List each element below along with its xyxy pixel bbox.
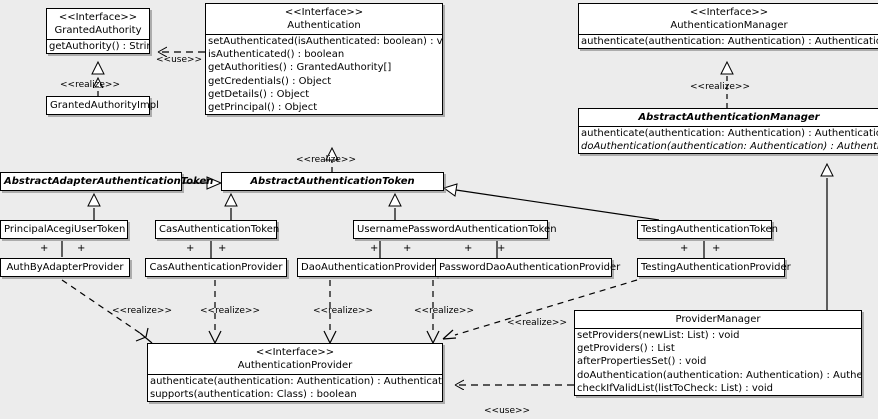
edge-label-realize-auth-by-adapter: <<realize>>	[112, 306, 172, 316]
edge-label-realize-token-authentication: <<realize>>	[296, 155, 356, 165]
multiplicity-plus: +	[186, 243, 195, 254]
operation: supports(authentication: Class) : boolea…	[150, 389, 357, 401]
class-name: CasAuthenticationToken	[159, 224, 280, 235]
multiplicity-plus: +	[40, 243, 49, 254]
class-provider-manager[interactable]: ProviderManager setProviders(newList: Li…	[574, 310, 862, 397]
stereotype-label: <<Interface>>	[255, 347, 335, 358]
class-name: UsernamePasswordAuthenticationToken	[357, 224, 557, 235]
class-name: TestingAuthenticationToken	[641, 224, 779, 235]
operations-compartment: getAuthority() : String	[47, 39, 149, 53]
class-cas-authentication-token[interactable]: CasAuthenticationToken	[155, 220, 280, 239]
class-name: ProviderManager	[675, 314, 761, 325]
class-header: ProviderManager	[575, 311, 861, 328]
operation: afterPropertiesSet() : void	[577, 356, 707, 368]
multiplicity-plus: +	[712, 243, 721, 254]
class-authentication-manager[interactable]: <<Interface>> AuthenticationManager auth…	[578, 3, 878, 50]
operations-compartment: setProviders(newList: List) : void getPr…	[575, 328, 861, 395]
operation: getDetails() : Object	[208, 88, 310, 100]
class-header: AbstractAuthenticationManager	[579, 109, 878, 126]
class-username-password-authentication-token[interactable]: UsernamePasswordAuthenticationToken	[353, 220, 557, 239]
class-header: <<Interface>> GrantedAuthority	[47, 9, 149, 39]
operation: checkIfValidList(listToCheck: List) : vo…	[577, 382, 774, 394]
class-testing-authentication-provider[interactable]: TestingAuthenticationProvider	[637, 258, 791, 277]
class-principal-acegi-user-token[interactable]: PrincipalAcegiUserToken	[0, 220, 128, 239]
operations-compartment: authenticate(authentication: Authenticat…	[579, 126, 878, 153]
operation: getAuthorities() : GrantedAuthority[]	[208, 62, 392, 74]
class-auth-by-adapter-provider[interactable]: AuthByAdapterProvider	[0, 258, 130, 277]
class-dao-authentication-provider[interactable]: DaoAuthenticationProvider	[297, 258, 437, 277]
class-name: GrantedAuthorityImpl	[50, 100, 159, 111]
multiplicity-plus: +	[464, 243, 473, 254]
class-name: PrincipalAcegiUserToken	[4, 224, 126, 235]
class-name: AuthenticationManager	[670, 20, 788, 31]
class-testing-authentication-token[interactable]: TestingAuthenticationToken	[637, 220, 779, 239]
class-abstract-authentication-manager[interactable]: AbstractAuthenticationManager authentica…	[578, 108, 878, 155]
operations-compartment: setAuthenticated(isAuthenticated: boolea…	[206, 34, 442, 114]
multiplicity-plus: +	[497, 243, 506, 254]
class-granted-authority[interactable]: <<Interface>> GrantedAuthority getAuthor…	[46, 8, 150, 55]
multiplicity-plus: +	[680, 243, 689, 254]
operation: authenticate(authentication: Authenticat…	[581, 128, 878, 139]
edge-label-realize-password-dao-provider: <<realize>>	[414, 306, 474, 316]
class-abstract-authentication-token[interactable]: AbstractAuthenticationToken	[221, 172, 444, 191]
class-authentication-provider[interactable]: <<Interface>> AuthenticationProvider aut…	[147, 343, 443, 403]
operations-compartment: authenticate(authentication: Authenticat…	[579, 34, 878, 48]
multiplicity-plus: +	[77, 243, 86, 254]
class-authentication[interactable]: <<Interface>> Authentication setAuthenti…	[205, 3, 443, 116]
multiplicity-plus: +	[370, 243, 379, 254]
operation: getCredentials() : Object	[208, 75, 332, 87]
class-name: TestingAuthenticationProvider	[641, 262, 791, 273]
class-name: AbstractAuthenticationManager	[638, 112, 820, 123]
edge-label-realize-testing-provider: <<realize>>	[507, 318, 567, 328]
multiplicity-plus: +	[218, 243, 227, 254]
class-header: <<Interface>> AuthenticationManager	[579, 4, 878, 34]
class-name: Authentication	[287, 20, 361, 31]
class-name: AbstractAdapterAuthenticationToken	[4, 176, 214, 187]
class-name: AuthByAdapterProvider	[6, 262, 124, 273]
operation: getPrincipal() : Object	[208, 102, 318, 114]
class-name: PasswordDaoAuthenticationProvider	[439, 262, 621, 273]
stereotype-label: <<Interface>>	[284, 7, 364, 18]
operation: setAuthenticated(isAuthenticated: boolea…	[208, 36, 442, 47]
class-header: <<Interface>> AuthenticationProvider	[148, 344, 442, 374]
class-name: CasAuthenticationProvider	[149, 262, 283, 273]
class-name: AbstractAuthenticationToken	[250, 176, 415, 187]
operation: doAuthentication(authentication: Authent…	[581, 141, 878, 153]
edge-label-realize-abstract-manager: <<realize>>	[690, 82, 750, 92]
operation: authenticate(authentication: Authenticat…	[581, 36, 878, 47]
stereotype-label: <<Interface>>	[58, 12, 138, 23]
multiplicity-plus: +	[403, 243, 412, 254]
class-header: <<Interface>> Authentication	[206, 4, 442, 34]
class-abstract-adapter-authentication-token[interactable]: AbstractAdapterAuthenticationToken	[0, 172, 214, 191]
operation: doAuthentication(authentication: Authent…	[577, 369, 861, 381]
edge-label-use-authentication-granted: <<use>>	[156, 55, 203, 65]
operation: setProviders(newList: List) : void	[577, 330, 740, 341]
class-name: DaoAuthenticationProvider	[301, 262, 436, 273]
operation: getProviders() : List	[577, 343, 675, 355]
operation: authenticate(authentication: Authenticat…	[150, 376, 442, 387]
operation: isAuthenticated() : boolean	[208, 49, 345, 61]
operation: getAuthority() : String	[49, 41, 149, 52]
class-name: GrantedAuthority	[54, 25, 142, 36]
edge-label-realize-cas-provider: <<realize>>	[200, 306, 260, 316]
edge-label-realize-dao-provider: <<realize>>	[313, 306, 373, 316]
operations-compartment: authenticate(authentication: Authenticat…	[148, 374, 442, 401]
class-name: AuthenticationProvider	[237, 360, 353, 371]
edge-label-realize-granted-impl: <<realize>>	[60, 80, 120, 90]
class-granted-authority-impl[interactable]: GrantedAuthorityImpl	[46, 96, 159, 115]
class-password-dao-authentication-provider[interactable]: PasswordDaoAuthenticationProvider	[435, 258, 621, 277]
stereotype-label: <<Interface>>	[689, 7, 769, 18]
class-cas-authentication-provider[interactable]: CasAuthenticationProvider	[145, 258, 287, 277]
edge-label-use-provider-manager: <<use>>	[484, 406, 531, 416]
